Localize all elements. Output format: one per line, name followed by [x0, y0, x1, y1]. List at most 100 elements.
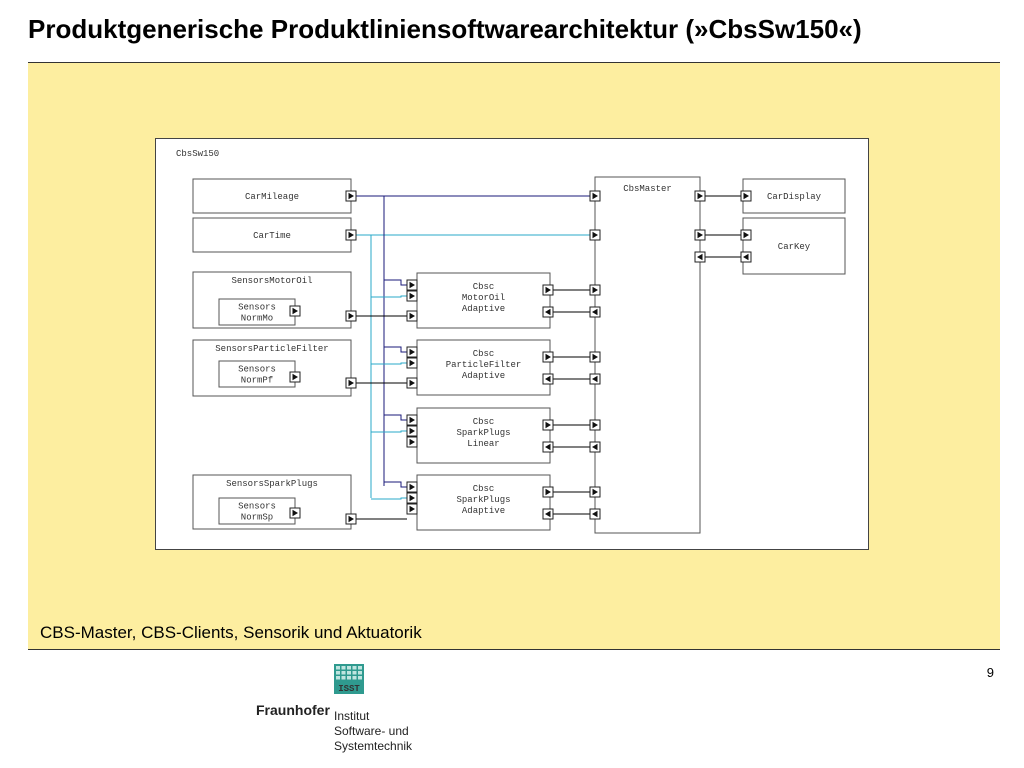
port-client-in-time-arrow — [409, 427, 415, 435]
component-cbsc-motor-oil-adaptive-label-line: Adaptive — [462, 304, 505, 314]
port-particle-filter-out-arrow — [348, 379, 354, 387]
port-client-in-arrow — [545, 443, 551, 451]
logo-grid-cell — [341, 676, 346, 680]
port-car-time-out-arrow — [348, 231, 354, 239]
component-cbsc-spark-plugs-linear-label-line: Linear — [467, 439, 499, 449]
port-master-in-arrow — [592, 421, 598, 429]
isst-logo-icon: ISST — [334, 664, 364, 694]
port-client-in-sensor — [406, 503, 418, 515]
component-cbsc-motor-oil-adaptive-label-line: Cbsc — [473, 282, 495, 292]
port-client-in-sensor — [406, 377, 418, 389]
component-sensors-norm-pf-label-line: NormPf — [241, 376, 273, 386]
component-cbsc-spark-plugs-adaptive — [416, 474, 551, 531]
logo-grid-cell — [347, 671, 351, 675]
port-client-out — [542, 419, 554, 431]
component-sensors-spark-plugs-label: SensorsSparkPlugs — [226, 479, 318, 489]
component-sensors-motor-oil-label: SensorsMotorOil — [231, 276, 312, 286]
component-sensors-particle-filter-label: SensorsParticleFilter — [215, 344, 328, 354]
port-master-in — [589, 419, 601, 431]
wire-client-mileage — [384, 414, 407, 421]
port-master-out-arrow — [592, 308, 598, 316]
port-client-in-mileage — [406, 279, 418, 291]
logo-grid-cell — [347, 676, 351, 680]
port-client-in — [542, 441, 554, 453]
logo-grid-cell — [358, 676, 362, 680]
component-sensors-norm-mo-label-line: NormMo — [241, 314, 273, 324]
port-display-in-arrow — [743, 192, 749, 200]
port-key-out — [740, 251, 752, 263]
port-spark-plugs-out — [345, 513, 357, 525]
port-client-in-time — [406, 290, 418, 302]
component-cbsc-motor-oil-adaptive — [416, 272, 551, 329]
port-norm-pf-out-arrow — [292, 373, 298, 381]
port-spark-plugs-out-arrow — [348, 515, 354, 523]
port-client-in-sensor-arrow — [409, 438, 415, 446]
page-number: 9 — [986, 665, 994, 680]
port-client-in-mileage-arrow — [409, 483, 415, 491]
component-car-key — [742, 217, 846, 275]
port-master-display-out — [694, 190, 706, 202]
port-master-out-arrow — [592, 375, 598, 383]
port-client-in-time — [406, 425, 418, 437]
component-sensors-particle-filter-label-line: SensorsParticleFilter — [215, 344, 328, 354]
port-client-in-arrow — [545, 308, 551, 316]
port-client-in-mileage — [406, 414, 418, 426]
component-sensors-norm-pf — [218, 360, 296, 388]
port-norm-sp-out — [289, 507, 301, 519]
port-master-key-in-arrow — [697, 253, 703, 261]
logo-line: Systemtechnik — [334, 739, 413, 753]
component-cbs-master-label: CbsMaster — [623, 184, 672, 194]
port-master-in-arrow — [592, 488, 598, 496]
port-particle-filter-out — [345, 377, 357, 389]
port-master-time-in — [589, 229, 601, 241]
port-client-out-arrow — [545, 353, 551, 361]
component-cbsc-particle-filter-adaptive-label-line: Cbsc — [473, 349, 495, 359]
port-motor-oil-out-arrow — [348, 312, 354, 320]
port-master-out-arrow — [592, 510, 598, 518]
port-client-in-sensor-arrow — [409, 505, 415, 513]
component-cbs-master-label-line: CbsMaster — [623, 184, 672, 194]
port-client-in-time — [406, 492, 418, 504]
port-client-out-arrow — [545, 286, 551, 294]
logo-grid-cell — [336, 666, 340, 670]
logo-grid-cell — [347, 666, 351, 670]
slide-title: Produktgenerische Produktliniensoftwarea… — [28, 14, 862, 44]
logo-grid-cell — [358, 671, 362, 675]
port-master-mileage-in-arrow — [592, 192, 598, 200]
port-master-in — [589, 284, 601, 296]
port-client-out — [542, 351, 554, 363]
port-client-in-mileage-arrow — [409, 281, 415, 289]
port-client-in-arrow — [545, 510, 551, 518]
component-car-time-label: CarTime — [253, 231, 291, 241]
port-client-in-time-arrow — [409, 359, 415, 367]
port-master-out-arrow — [592, 443, 598, 451]
wire-client-mileage — [384, 346, 407, 353]
port-master-key-in — [694, 251, 706, 263]
diagram-frame-label: CbsSw150 — [176, 149, 219, 159]
port-client-out-arrow — [545, 488, 551, 496]
port-master-in — [589, 351, 601, 363]
port-car-mileage-out — [345, 190, 357, 202]
logo-grid-cell — [352, 671, 357, 675]
wire-client-time — [371, 362, 407, 365]
logo-grid-cell — [358, 666, 362, 670]
component-cbsc-spark-plugs-adaptive-label-line: Adaptive — [462, 506, 505, 516]
port-car-mileage-out-arrow — [348, 192, 354, 200]
slide-caption: CBS-Master, CBS-Clients, Sensorik und Ak… — [40, 623, 422, 642]
port-client-in — [542, 373, 554, 385]
component-car-display-label-line: CarDisplay — [767, 192, 822, 202]
component-sensors-spark-plugs-label-line: SensorsSparkPlugs — [226, 479, 318, 489]
port-client-in-sensor-arrow — [409, 379, 415, 387]
port-master-out — [589, 306, 601, 318]
port-client-in-sensor-arrow — [409, 312, 415, 320]
port-key-out-arrow — [743, 253, 749, 261]
port-master-out — [589, 441, 601, 453]
logo-grid-cell — [336, 676, 340, 680]
